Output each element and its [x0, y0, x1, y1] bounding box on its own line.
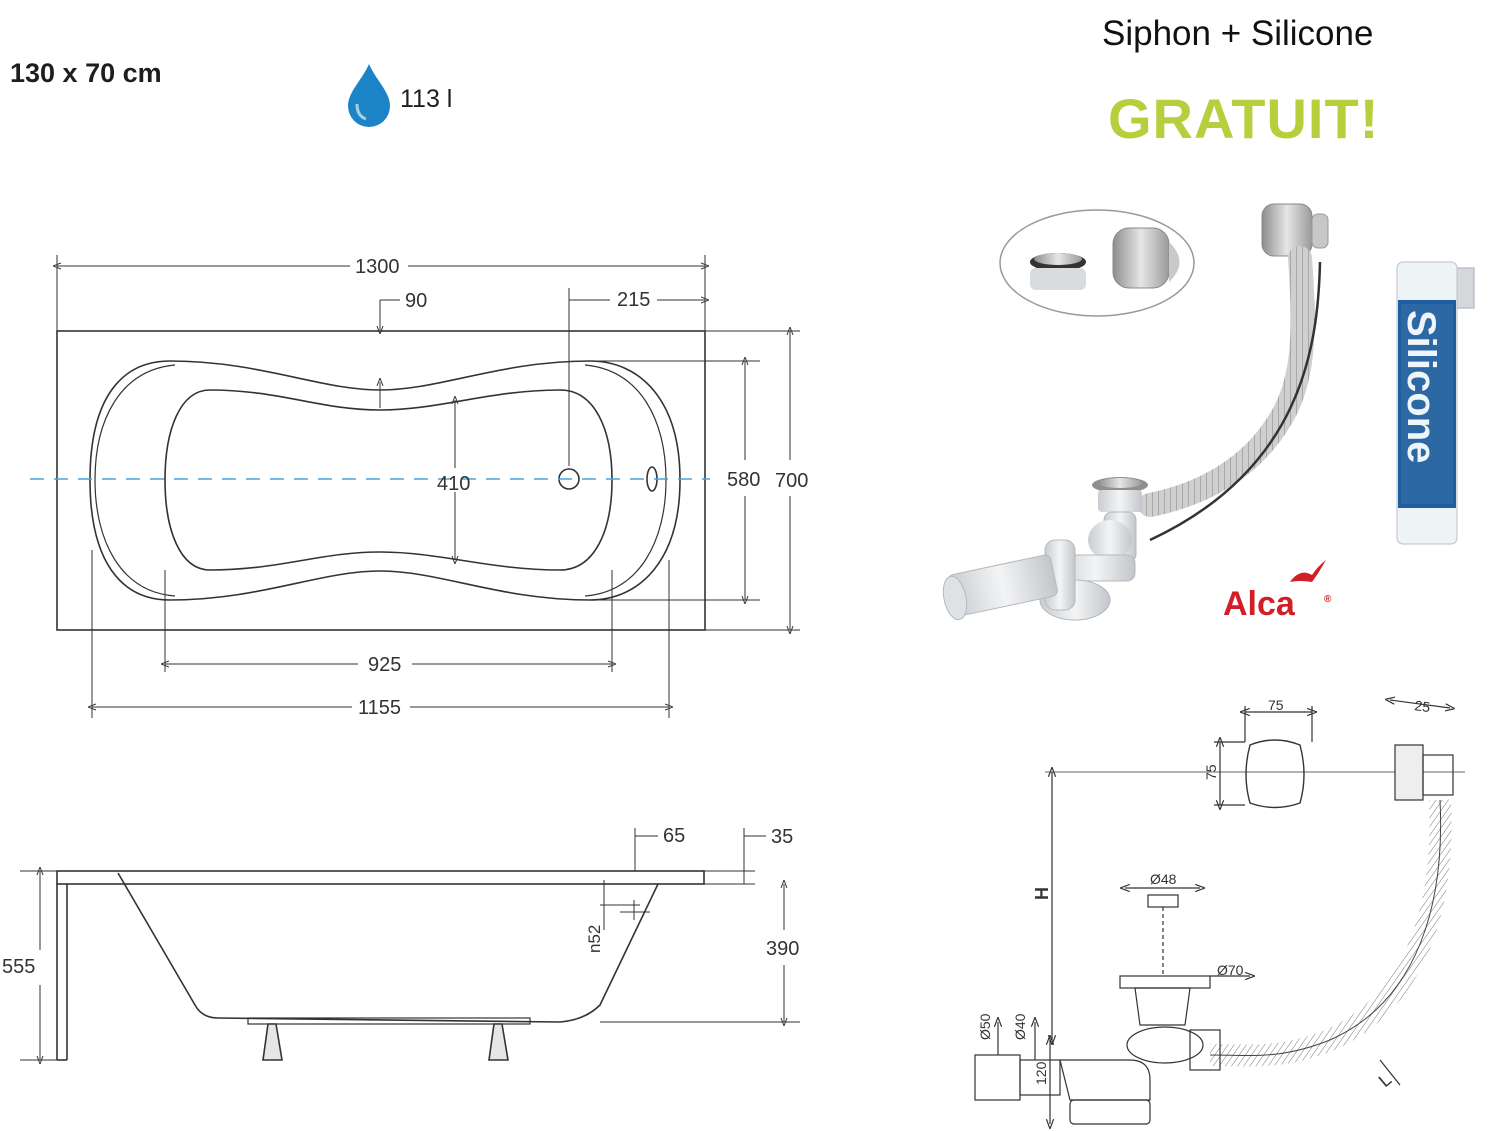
alca-brand-text: Alca: [1223, 585, 1296, 623]
silicone-cartridge: Silicone: [1396, 261, 1475, 545]
dim-width-700: 700: [775, 470, 808, 492]
dim-height-H: H: [1032, 887, 1052, 900]
dim-width-580: 580: [727, 469, 760, 491]
dim-diameter-40: Ø40: [1012, 1013, 1028, 1040]
siphon-photo: [942, 203, 1329, 621]
dim-overflow-25: 25: [1414, 697, 1432, 715]
promo-title: Siphon + Silicone: [1102, 14, 1374, 53]
dim-rim-35: 35: [771, 826, 793, 848]
siphon-detail-inset: [999, 209, 1195, 317]
alca-logo: Alca ®: [1223, 560, 1332, 623]
dim-total-height: 555: [2, 956, 35, 978]
bathtub-top-view: [56, 330, 706, 631]
water-drop-icon: [348, 64, 390, 127]
dim-length-L: L: [1375, 1069, 1396, 1091]
dim-diameter-70: Ø70: [1217, 962, 1244, 978]
brand-bird-icon: [1290, 560, 1326, 582]
dim-head-height-75: 75: [1203, 764, 1219, 780]
dim-diameter-48: Ø48: [1150, 871, 1177, 887]
dim-inner-width: 410: [437, 473, 470, 495]
dim-offset-215: 215: [617, 289, 650, 311]
alca-registered-mark: ®: [1324, 594, 1332, 605]
size-title: 130 x 70 cm: [10, 58, 162, 88]
dim-diameter-50: Ø50: [977, 1013, 993, 1040]
bathtub-side-view: [56, 870, 705, 1061]
dim-height-120: 120: [1033, 1061, 1049, 1085]
dim-head-width-75: 75: [1268, 697, 1284, 713]
dim-depth: 390: [766, 938, 799, 960]
promo-free-label: GRATUIT!: [1108, 87, 1380, 150]
siphon-technical-drawing: [974, 700, 1465, 1124]
cartridge-label: Silicone: [1399, 310, 1443, 463]
dim-rim-65: 65: [663, 825, 685, 847]
dim-offset-90: 90: [405, 290, 427, 312]
volume-label: 113 l: [400, 85, 453, 113]
dim-overflow: n52: [585, 925, 604, 953]
dim-length-925: 925: [368, 654, 401, 676]
dim-length-1155: 1155: [358, 697, 401, 719]
dim-length: 1300: [355, 256, 400, 278]
